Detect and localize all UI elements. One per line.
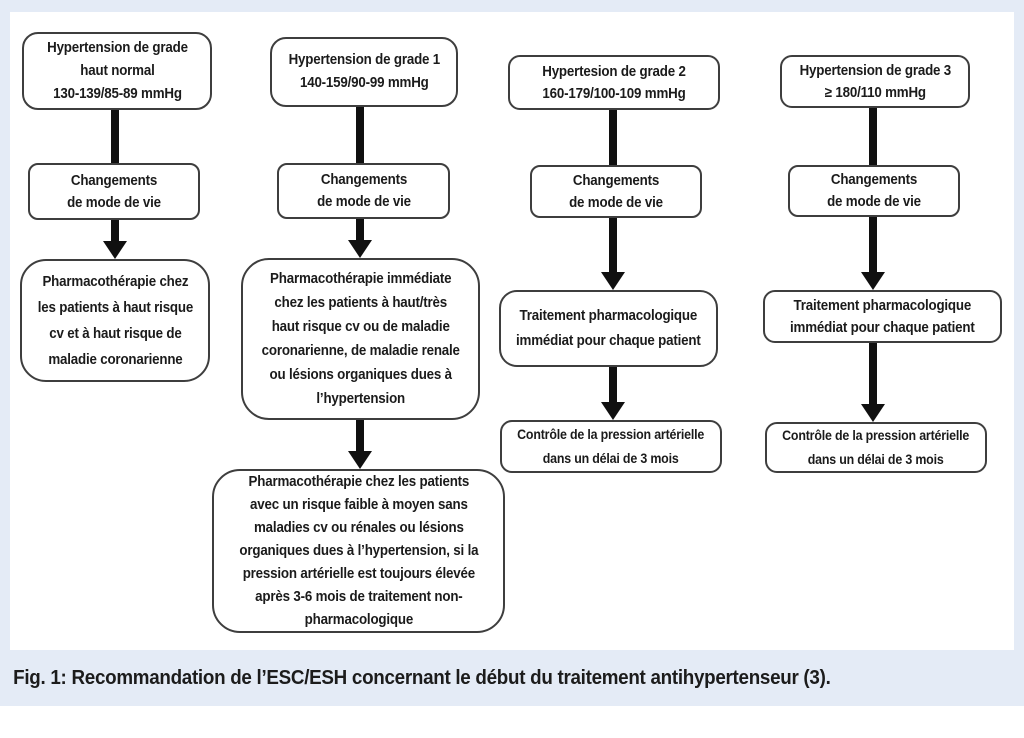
box-traitement-immediat-col3-text: Traitement pharmacologique immédiat pour… [516,307,701,349]
frame-border-right [1014,0,1024,652]
box-lifestyle-col2-text: Changements de mode de vie [316,172,411,210]
arrow-down-icon [348,451,372,469]
box-traitement-immediat-col3: Traitement pharmacologique immédiat pour… [499,290,718,367]
frame-border-top [0,0,1024,12]
connector-line [869,343,877,404]
arrow-down-icon [861,404,885,422]
box-pharmaco-immediate-text: Pharmacothérapie immédiate chez les pati… [261,271,460,407]
box-grade-2-text: Hypertesion de grade 2 160-179/100-109 m… [542,63,686,102]
box-grade-1: Hypertension de grade 1 140-159/90-99 mm… [270,37,458,107]
connector-line [356,420,364,451]
connector-line [869,108,877,165]
box-grade-haut-normal-text: Hypertension de grade haut normal 130-13… [46,39,188,102]
box-grade-1-text: Hypertension de grade 1 140-159/90-99 mm… [288,52,440,91]
figure-caption: Fig. 1: Recommandation de l’ESC/ESH conc… [13,666,831,689]
box-grade-haut-normal: Hypertension de grade haut normal 130-13… [22,32,212,110]
box-pharmaco-risque-faible: Pharmacothérapie chez les patients avec … [212,469,505,633]
arrow-down-icon [601,272,625,290]
frame-border-left [0,0,10,652]
box-lifestyle-col4: Changements de mode de vie [788,165,960,217]
box-pharmaco-risque-faible-text: Pharmacothérapie chez les patients avec … [239,473,478,628]
connector-line [609,367,617,402]
arrow-down-icon [601,402,625,420]
box-traitement-immediat-col4-text: Traitement pharmacologique immédiat pour… [790,297,975,336]
connector-line [609,110,617,165]
box-lifestyle-col1-text: Changements de mode de vie [67,172,161,211]
box-traitement-immediat-col4: Traitement pharmacologique immédiat pour… [763,290,1002,343]
box-lifestyle-col3: Changements de mode de vie [530,165,702,218]
box-grade-3-text: Hypertension de grade 3 ≥ 180/110 mmHg [799,62,951,101]
connector-line [356,107,364,163]
box-pharmaco-haut-risque-text: Pharmacothérapie chez les patients à hau… [37,273,193,368]
connector-line [111,110,119,163]
connector-line [356,219,364,240]
box-lifestyle-col4-text: Changements de mode de vie [827,172,921,210]
box-grade-2: Hypertesion de grade 2 160-179/100-109 m… [508,55,720,110]
box-grade-3: Hypertension de grade 3 ≥ 180/110 mmHg [780,55,970,108]
box-pharmaco-immediate: Pharmacothérapie immédiate chez les pati… [241,258,480,420]
arrow-down-icon [103,241,127,259]
box-lifestyle-col1: Changements de mode de vie [28,163,200,220]
box-controle-pression-col4-text: Contrôle de la pression artérielle dans … [782,427,970,467]
connector-line [609,218,617,272]
box-lifestyle-col2: Changements de mode de vie [277,163,450,219]
box-lifestyle-col3-text: Changements de mode de vie [569,172,663,211]
caption-band: Fig. 1: Recommandation de l’ESC/ESH conc… [0,650,1024,706]
connector-line [111,220,119,241]
arrow-down-icon [348,240,372,258]
arrow-down-icon [861,272,885,290]
connector-line [869,217,877,272]
box-controle-pression-col3-text: Contrôle de la pression artérielle dans … [517,426,705,466]
box-controle-pression-col4: Contrôle de la pression artérielle dans … [765,422,987,473]
box-pharmaco-haut-risque: Pharmacothérapie chez les patients à hau… [20,259,210,382]
box-controle-pression-col3: Contrôle de la pression artérielle dans … [500,420,722,473]
